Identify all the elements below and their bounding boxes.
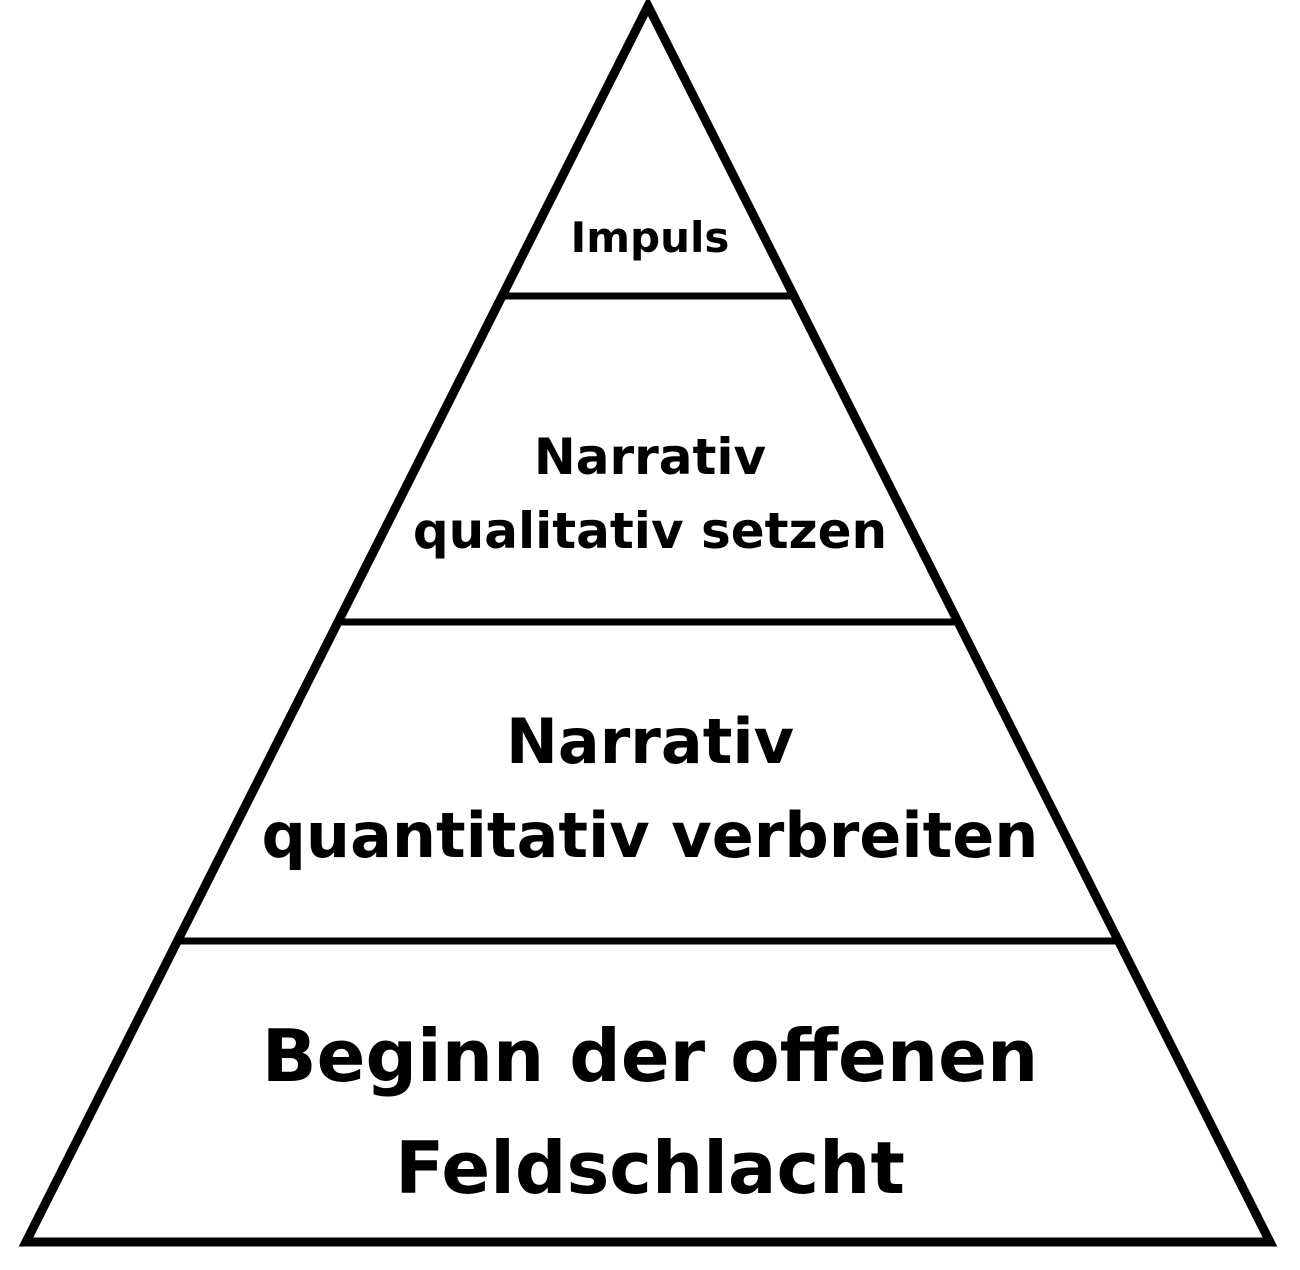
- level-4-label: Beginn der offenen Feldschlacht: [0, 1000, 1300, 1224]
- level-3-line-1: Narrativ: [505, 705, 795, 778]
- level-2-label: Narrativ qualitativ setzen: [0, 420, 1300, 568]
- level-4-line-2: Feldschlacht: [395, 1126, 905, 1210]
- level-2-line-1: Narrativ: [533, 428, 767, 486]
- level-4-line-1: Beginn der offenen: [261, 1014, 1039, 1098]
- level-1-label: Impuls: [0, 210, 1300, 266]
- level-2-line-2: qualitativ setzen: [412, 502, 888, 560]
- level-3-label: Narrativ quantitativ verbreiten: [0, 695, 1300, 883]
- level-1-line-1: Impuls: [570, 213, 730, 262]
- level-3-line-2: quantitativ verbreiten: [261, 799, 1039, 872]
